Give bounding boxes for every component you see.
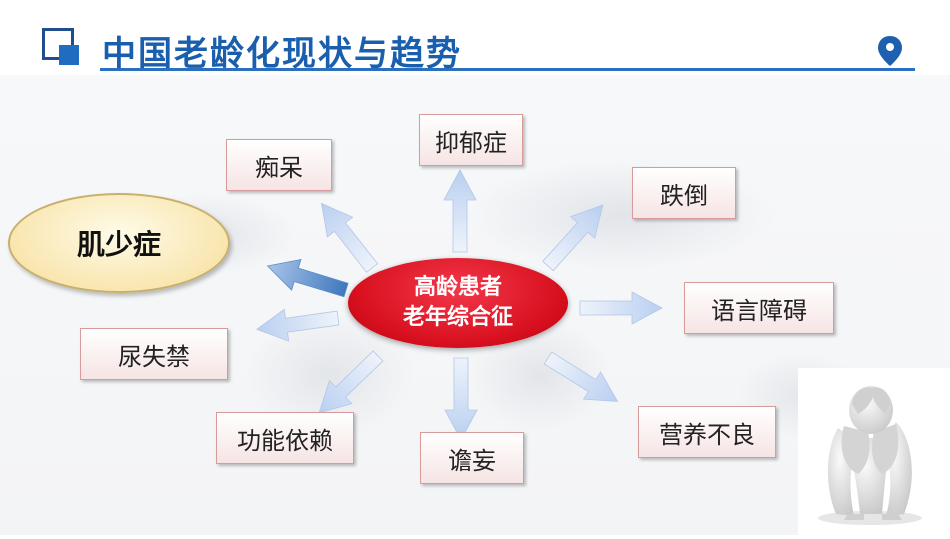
header-square-icon <box>42 28 80 66</box>
title-underline <box>100 68 915 71</box>
node-malnutrition: 营养不良 <box>638 406 776 458</box>
sad-person-figure <box>818 386 922 525</box>
arrow-to-sarcopenia <box>262 250 352 306</box>
arrow-to-depression <box>443 169 477 253</box>
center-line1: 高龄患者 <box>413 275 502 300</box>
node-depression: 抑郁症 <box>419 114 523 166</box>
arrow-to-dementia <box>308 193 386 279</box>
node-functional: 功能依赖 <box>216 412 354 464</box>
node-incontinence: 尿失禁 <box>80 328 228 380</box>
node-dementia: 痴呆 <box>226 139 332 191</box>
page-title: 中国老龄化现状与趋势 <box>102 34 462 74</box>
node-fall: 跌倒 <box>632 167 736 219</box>
arrow-to-malnutrition <box>539 343 627 416</box>
location-pin-icon <box>878 36 902 66</box>
node-delirium: 谵妄 <box>420 432 524 484</box>
arrow-to-delirium <box>444 357 478 441</box>
node-language: 语言障碍 <box>684 282 834 334</box>
node-sarcopenia: 肌少症 <box>8 193 230 293</box>
arrow-to-language <box>579 291 663 325</box>
figure-panel <box>798 368 950 535</box>
node-center: 高龄患者 老年综合征 <box>348 258 568 348</box>
arrow-to-incontinence <box>254 301 341 346</box>
arrow-to-fall <box>535 193 616 278</box>
center-line2: 老年综合征 <box>402 305 513 330</box>
